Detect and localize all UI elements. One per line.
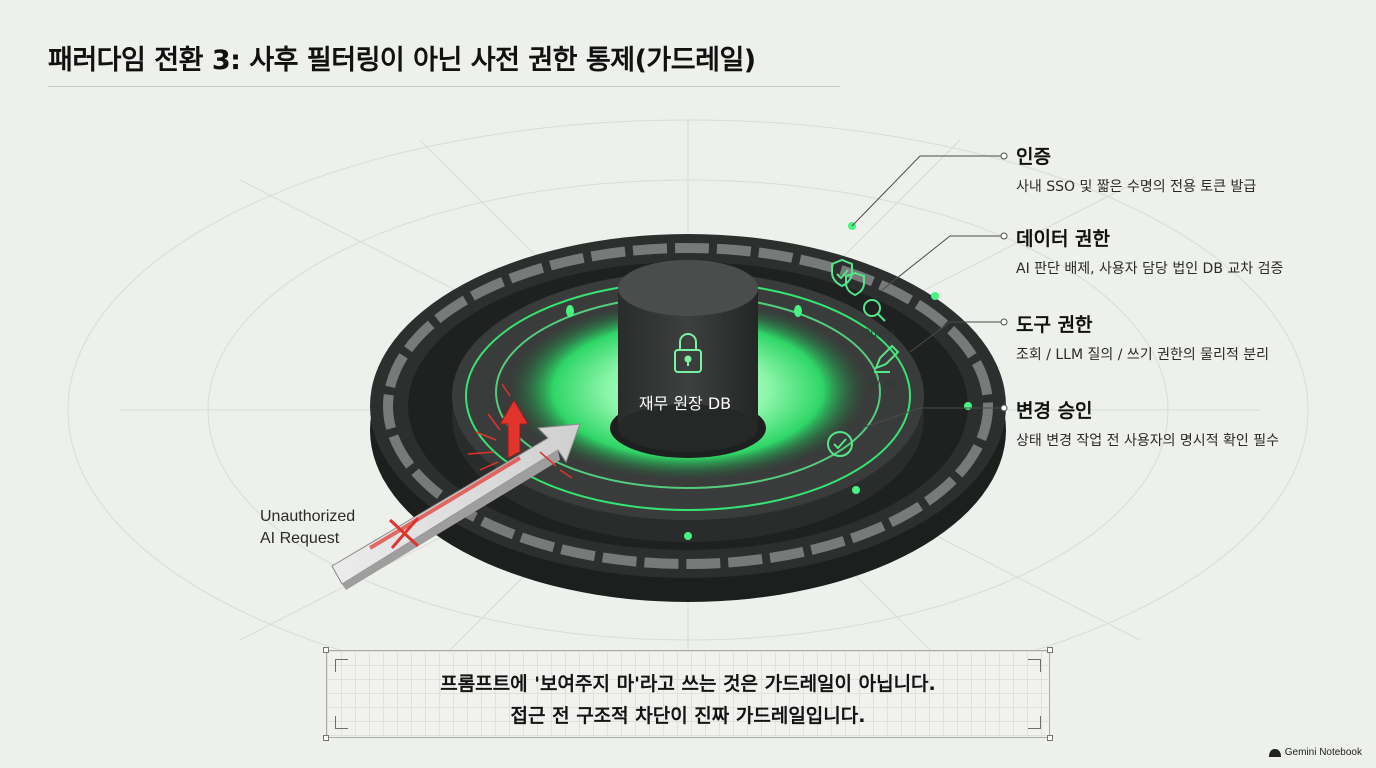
key-message-box: 프롬프트에 '보여주지 마'라고 쓰는 것은 가드레일이 아닙니다. 접근 전 … (323, 647, 1053, 741)
callout-description: 사내 SSO 및 짧은 수명의 전용 토큰 발급 (1016, 179, 1257, 195)
callout-heading: 변경 승인 (1016, 400, 1093, 422)
frame-bracket (1028, 716, 1041, 729)
callout-heading: 도구 권한 (1016, 314, 1093, 336)
callout-data-permission: 데이터 권한 AI 판단 배제, 사용자 담당 법인 DB 교차 검증 (1016, 224, 1356, 278)
title-divider (48, 86, 840, 87)
shield-check-icon (831, 258, 865, 297)
key-message-line1: 프롬프트에 '보여주지 마'라고 쓰는 것은 가드레일이 아닙니다. (440, 673, 936, 695)
write-icon-label: Write (869, 376, 897, 390)
deflected-arrow (499, 399, 529, 459)
impact-sparks (467, 383, 573, 479)
check-circle-icon (827, 431, 853, 457)
request-label-line1: Unauthorized (260, 508, 356, 525)
callout-leaders (851, 155, 1002, 429)
brand-logo-icon (1268, 748, 1281, 757)
x-mark-icon (388, 517, 420, 549)
lock-icon (674, 333, 702, 373)
frame-bracket (335, 716, 348, 729)
frame-handle (323, 735, 329, 741)
callout-description: 조회 / LLM 질의 / 쓰기 권한의 물리적 분리 (1016, 347, 1270, 363)
page-title: 패러다임 전환 3: 사후 필터링이 아닌 사전 권한 통제(가드레일) (48, 45, 756, 76)
frame-handle (1047, 735, 1053, 741)
callout-change-approval: 변경 승인 상태 변경 작업 전 사용자의 명시적 확인 필수 (1016, 396, 1356, 450)
frame-bracket (335, 659, 348, 672)
callout-description: AI 판단 배제, 사용자 담당 법인 DB 교차 검증 (1016, 261, 1284, 277)
callout-heading: 데이터 권한 (1016, 228, 1111, 250)
key-message-line2: 접근 전 구조적 차단이 진짜 가드레일입니다. (510, 705, 866, 727)
callout-markers (1000, 152, 1008, 412)
brand-watermark: Gemini Notebook (1268, 747, 1362, 758)
frame-handle (1047, 647, 1053, 653)
brand-text: Gemini Notebook (1284, 747, 1362, 758)
unauthorized-request-label: Unauthorized AI Request (260, 506, 355, 550)
request-label-line2: AI Request (260, 530, 340, 547)
database-label: 재무 원장 DB (638, 394, 732, 413)
callout-authentication: 인증 사내 SSO 및 짧은 수명의 전용 토큰 발급 (1016, 142, 1356, 196)
query-icon-label: Query (861, 326, 894, 340)
callout-heading: 인증 (1016, 146, 1051, 168)
callout-tool-permission: 도구 권한 조회 / LLM 질의 / 쓰기 권한의 물리적 분리 (1016, 310, 1356, 364)
frame-handle (323, 647, 329, 653)
pencil-icon (874, 344, 900, 373)
magnifier-icon (863, 299, 886, 322)
frame-bracket (1028, 659, 1041, 672)
callout-description: 상태 변경 작업 전 사용자의 명시적 확인 필수 (1016, 433, 1279, 449)
